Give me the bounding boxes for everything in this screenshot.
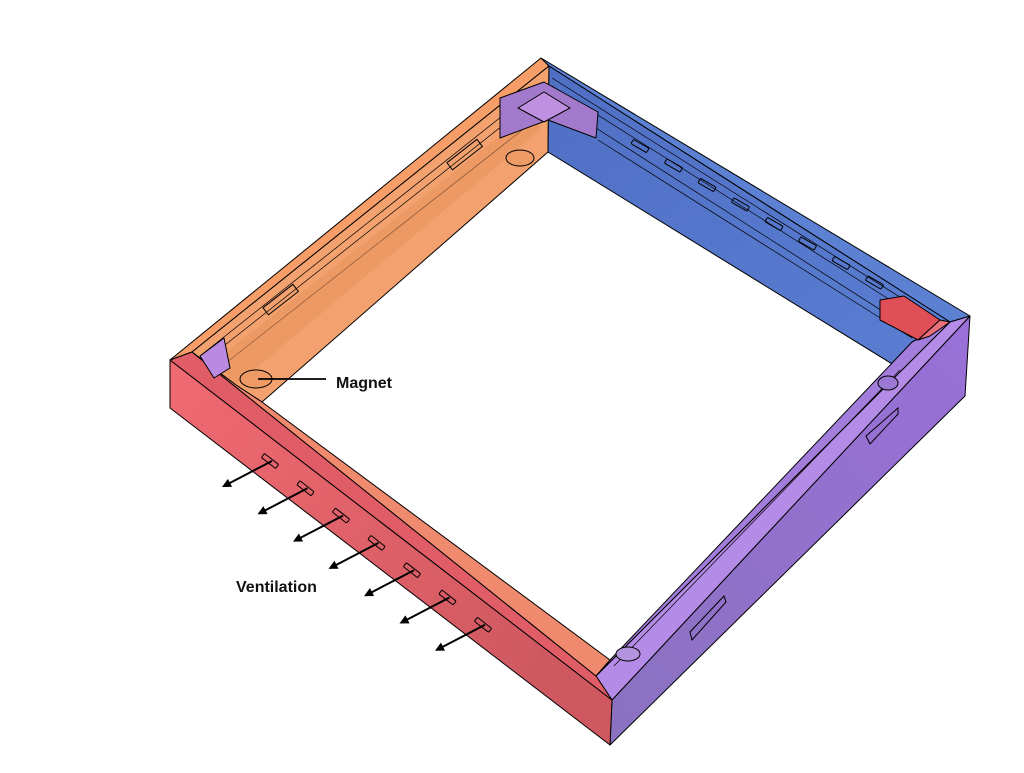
right-wall-groove	[613, 369, 901, 667]
magnet-hole-front-right	[615, 646, 641, 662]
ventilation-arrows	[222, 460, 486, 651]
magnet-hole-back-left	[505, 149, 535, 167]
front-wall-inner	[191, 351, 611, 677]
right-wall-outer	[609, 315, 971, 746]
ventilation-arrow-head	[222, 478, 233, 487]
back-wall-groove-4	[597, 139, 913, 339]
back-left-corner-face	[517, 91, 571, 123]
ventilation-arrow-shaft	[296, 514, 344, 541]
front-wall-top	[169, 351, 613, 701]
back-wall-slot	[764, 217, 784, 231]
ventilation-arrow-head	[257, 506, 268, 515]
back-wall-inner	[547, 65, 951, 379]
front-wall-outer	[169, 359, 613, 746]
ventilation-arrow-shaft	[225, 460, 273, 486]
back-right-corner-face	[917, 319, 951, 341]
left-wall-groove-2	[205, 91, 546, 361]
back-wall-slot	[731, 197, 750, 212]
ventilation-arrow-head	[399, 615, 410, 624]
ventilation-arrow-shaft	[438, 623, 486, 650]
left-wall-shadow-band	[214, 104, 540, 385]
magnet-hole-back-right	[877, 375, 899, 391]
back-wall-slot	[831, 256, 851, 270]
ventilation-arrow-head	[293, 533, 304, 542]
left-wall-slot-1	[262, 283, 300, 316]
ventilation-label: Ventilation	[236, 579, 317, 596]
back-wall-groove-2	[551, 85, 926, 323]
back-wall-groove-3	[595, 127, 913, 331]
magnet-label: Magnet	[336, 375, 393, 392]
ventilation-arrow-shaft	[332, 542, 379, 568]
right-wall-top	[595, 315, 971, 701]
back-wall-top	[540, 57, 971, 323]
ventilation-arrow-shaft	[403, 596, 450, 623]
back-wall-slot	[697, 178, 717, 192]
right-wall-inner	[595, 321, 951, 677]
right-wall-slot-1	[865, 406, 899, 445]
left-wall-groove	[199, 81, 546, 357]
back-wall-slots	[630, 139, 884, 290]
left-wall-slot-2	[446, 138, 484, 171]
ventilation-arrow-shaft	[261, 487, 308, 514]
back-wall-slot	[664, 158, 683, 173]
back-wall-slot	[630, 139, 650, 153]
ventilation-arrow-head	[435, 642, 446, 651]
ventilation-arrow-head	[364, 588, 375, 597]
back-wall-slot	[865, 275, 884, 290]
right-wall-slot-2	[689, 595, 727, 642]
back-wall-slot	[798, 236, 817, 251]
ventilation-arrow-shaft	[367, 569, 415, 596]
back-wall-groove	[551, 77, 931, 317]
front-left-corner-block	[199, 337, 231, 379]
ventilation-arrow-head	[328, 560, 339, 569]
